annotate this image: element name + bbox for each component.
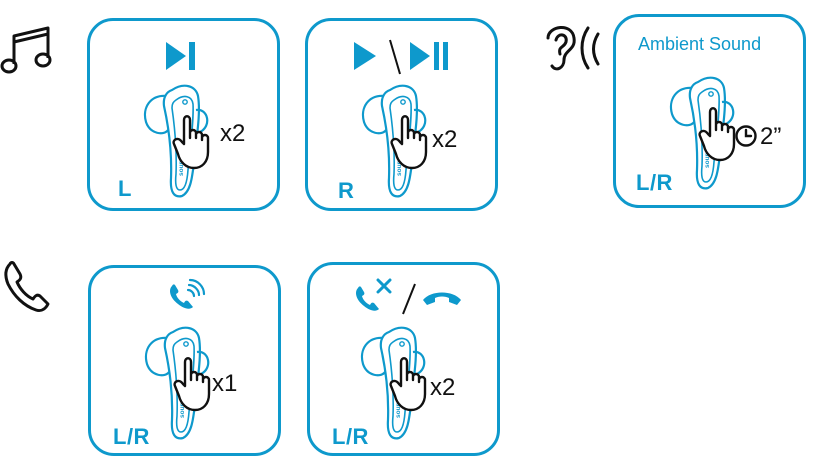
phone-reject-icon [356, 278, 392, 311]
side-label: R [338, 178, 355, 203]
side-label: L/R [113, 424, 150, 449]
side-label: L [118, 176, 132, 201]
tap-count: x2 [220, 120, 246, 147]
mode-title: Ambient Sound [638, 34, 762, 54]
hold-time: 2” [760, 123, 782, 150]
phone-ringing-icon [170, 278, 206, 309]
divider-slash [402, 283, 416, 315]
music-note-icon [0, 26, 52, 74]
earbud-illustration [361, 84, 428, 198]
earbud-illustration [143, 84, 210, 198]
next-track-icon [166, 42, 195, 70]
clock-icon [735, 125, 757, 147]
hang-up-icon [423, 292, 461, 305]
ear-sound-icon [546, 26, 600, 71]
earbud-illustration [144, 326, 211, 440]
phone-icon [4, 261, 50, 312]
play-pause-icon [354, 39, 448, 75]
side-label: L/R [636, 170, 673, 195]
side-label: L/R [332, 424, 369, 449]
tap-count: x2 [430, 374, 456, 401]
tap-count: x1 [212, 370, 238, 397]
tap-count: x2 [432, 126, 458, 153]
